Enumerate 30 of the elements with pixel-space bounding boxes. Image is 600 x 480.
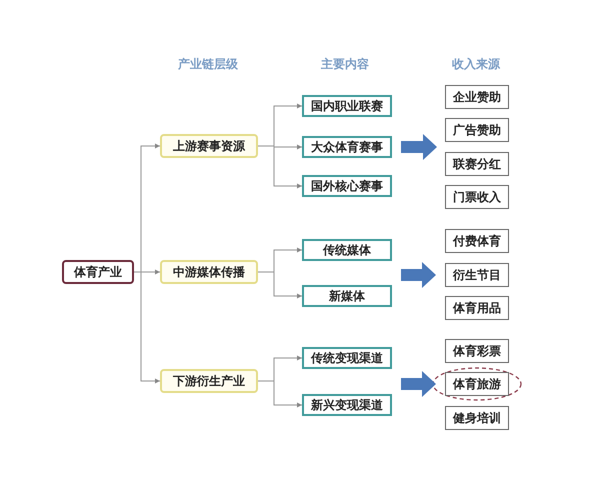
content-box: 国内职业联赛 xyxy=(302,95,392,117)
content-box: 新媒体 xyxy=(302,285,392,307)
column-header: 收入来源 xyxy=(452,56,500,73)
connector-arrow xyxy=(258,272,302,298)
column-header: 产业链层级 xyxy=(178,56,238,73)
column-header: 主要内容 xyxy=(321,56,369,73)
level-box: 下游衍生产业 xyxy=(160,369,258,393)
revenue-box: 体育用品 xyxy=(445,296,509,320)
block-arrow xyxy=(401,262,436,288)
level-box: 上游赛事资源 xyxy=(160,134,258,158)
content-box: 传统媒体 xyxy=(302,239,392,261)
revenue-box: 企业赞助 xyxy=(445,85,509,109)
revenue-box: 门票收入 xyxy=(445,185,509,209)
revenue-box: 衍生节目 xyxy=(445,263,509,287)
connector-arrow xyxy=(258,380,302,408)
revenue-box: 联赛分红 xyxy=(445,152,509,176)
revenue-box: 付费体育 xyxy=(445,229,509,253)
content-box: 国外核心赛事 xyxy=(302,175,392,197)
revenue-box: 体育彩票 xyxy=(445,339,509,363)
root-box: 体育产业 xyxy=(62,260,134,284)
block-arrow xyxy=(401,371,436,397)
revenue-box: 健身培训 xyxy=(445,406,509,430)
revenue-box: 体育旅游 xyxy=(445,372,509,396)
content-box: 传统变现渠道 xyxy=(302,347,392,369)
block-arrow xyxy=(401,134,437,160)
connector-arrow xyxy=(134,272,160,384)
revenue-box: 广告赞助 xyxy=(445,118,509,142)
content-box: 新兴变现渠道 xyxy=(302,394,392,416)
level-box: 中游媒体传播 xyxy=(160,260,258,284)
content-box: 大众体育赛事 xyxy=(302,136,392,158)
